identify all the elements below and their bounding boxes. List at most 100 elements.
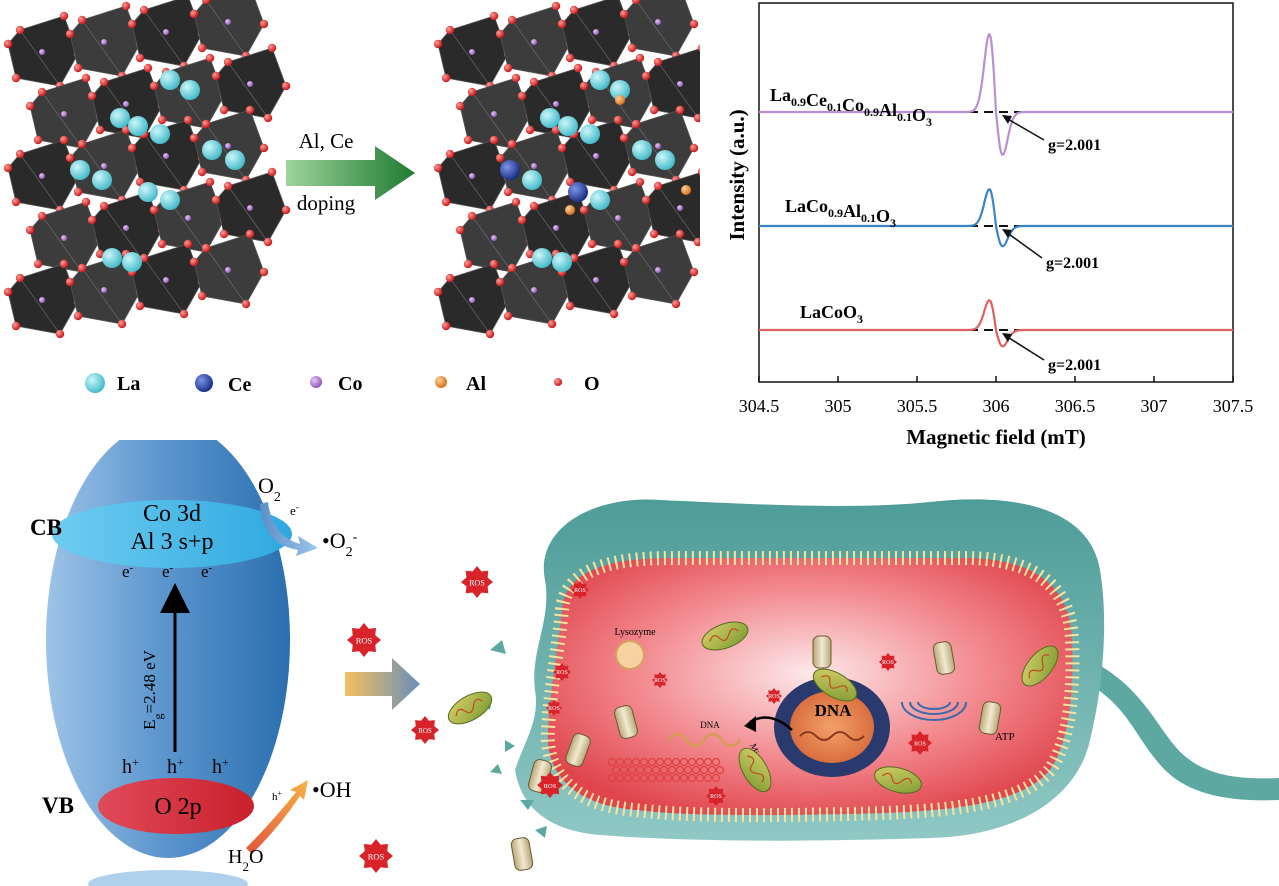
legend-la-icon	[85, 373, 105, 393]
la-atom	[180, 80, 200, 100]
g-factor-label: g=2.001	[1046, 255, 1099, 272]
ros-label: ROS	[418, 727, 432, 735]
ros-label: ROS	[882, 660, 894, 666]
x-axis-label: Magnetic field (mT)	[906, 425, 1086, 449]
co-atom	[39, 49, 45, 55]
co-atom	[593, 29, 599, 35]
octahedron-edge	[205, 123, 247, 181]
g-factor-label: g=2.001	[1048, 137, 1101, 154]
la-atom	[590, 190, 610, 210]
o-atom	[433, 287, 443, 297]
o-atom	[455, 101, 465, 111]
co-atom	[677, 81, 683, 87]
o-atom	[139, 253, 149, 263]
o-atom	[529, 201, 539, 211]
octahedron-edge	[205, 247, 247, 305]
co-atom	[469, 297, 475, 303]
legend-ce-label: Ce	[228, 374, 251, 396]
o-atom	[197, 291, 207, 301]
ros-label: ROS	[548, 706, 560, 712]
la-atom	[128, 116, 148, 136]
octahedron-edge	[81, 19, 123, 77]
chain-bead	[659, 765, 669, 775]
co-atom	[185, 215, 191, 221]
o-atom	[77, 139, 87, 149]
series-label: LaCoO3	[800, 302, 863, 326]
o-atom	[267, 43, 277, 53]
o-atom	[37, 211, 47, 221]
epr-series-group: La0.9Ce0.1Co0.9Al0.1O3g=2.001LaCo0.9Al0.…	[759, 33, 1233, 374]
chain-bead	[703, 757, 713, 767]
o-atom	[73, 311, 83, 321]
o-atom	[121, 125, 131, 135]
la-atom	[655, 150, 675, 170]
ros-particle	[347, 623, 381, 657]
series-label: La0.9Ce0.1Co0.9Al0.1O3	[770, 85, 932, 129]
o-atom	[503, 311, 513, 321]
o-atom	[689, 267, 699, 277]
dna-release-arrowhead	[744, 716, 756, 732]
ros-label: ROS	[368, 852, 385, 862]
legend-al-icon	[435, 376, 447, 388]
doping-label-bottom: doping	[297, 191, 356, 215]
o-atom	[503, 187, 513, 197]
organelles	[447, 621, 1059, 871]
co-atom	[491, 111, 497, 117]
octahedron-edge	[19, 153, 61, 211]
la-atom	[522, 170, 542, 190]
electron-3: e-	[201, 562, 213, 581]
hydroxyl-radical: •OH	[312, 777, 352, 802]
o-atom	[631, 0, 641, 5]
atp-cylinder	[510, 837, 534, 871]
o-atom	[689, 19, 699, 29]
element-legend: La Ce Co Al O	[85, 373, 600, 396]
o-atom	[627, 167, 637, 177]
octahedron-edge	[511, 267, 553, 325]
o-atom	[693, 113, 700, 123]
chain-bead	[695, 773, 705, 783]
o2-reduction-arrow	[260, 502, 318, 556]
chain-bead	[707, 765, 717, 775]
octahedron-edge	[449, 277, 491, 335]
mitochondrion-crista	[882, 772, 913, 785]
la-atom	[580, 124, 600, 144]
o-atom	[631, 243, 641, 253]
o-atom	[149, 81, 159, 91]
g-factor-pointer-head	[1002, 229, 1012, 238]
o-atom	[649, 229, 659, 239]
o-atom	[99, 201, 109, 211]
o-atom	[219, 105, 229, 115]
o-atom	[579, 81, 589, 91]
octahedron-edge	[143, 133, 185, 191]
chain-bead	[611, 765, 621, 775]
o-atom	[445, 25, 455, 35]
x-tick-label: 306	[983, 396, 1010, 416]
chain-bead	[623, 773, 633, 783]
legend-co-icon	[310, 376, 322, 388]
g-factor-pointer	[1005, 231, 1043, 259]
co-atom	[655, 143, 661, 149]
o-atom	[211, 195, 221, 205]
vb-orbital: O 2p	[154, 794, 201, 820]
octahedron-edge	[449, 29, 491, 87]
co-atom	[61, 111, 67, 117]
o-atom	[259, 143, 269, 153]
o2-label: O2	[258, 473, 281, 505]
co-atom	[39, 173, 45, 179]
co-atom	[163, 29, 169, 35]
o-atom	[441, 321, 451, 331]
octahedron-edge	[657, 61, 699, 119]
o-atom	[179, 309, 189, 319]
co-atom	[469, 173, 475, 179]
octahedron-edge	[635, 123, 677, 181]
valence-band	[98, 778, 254, 834]
o-atom	[189, 9, 199, 19]
octahedron-edge	[81, 267, 123, 325]
band-diagram: CB VB Co 3d Al 3 s+p O 2p e- e- e- h+ h+…	[30, 440, 358, 886]
o-atom	[675, 105, 685, 115]
o-atom	[259, 267, 269, 277]
o-atom	[463, 135, 473, 145]
o-atom	[3, 287, 13, 297]
o-atom	[121, 1, 131, 11]
